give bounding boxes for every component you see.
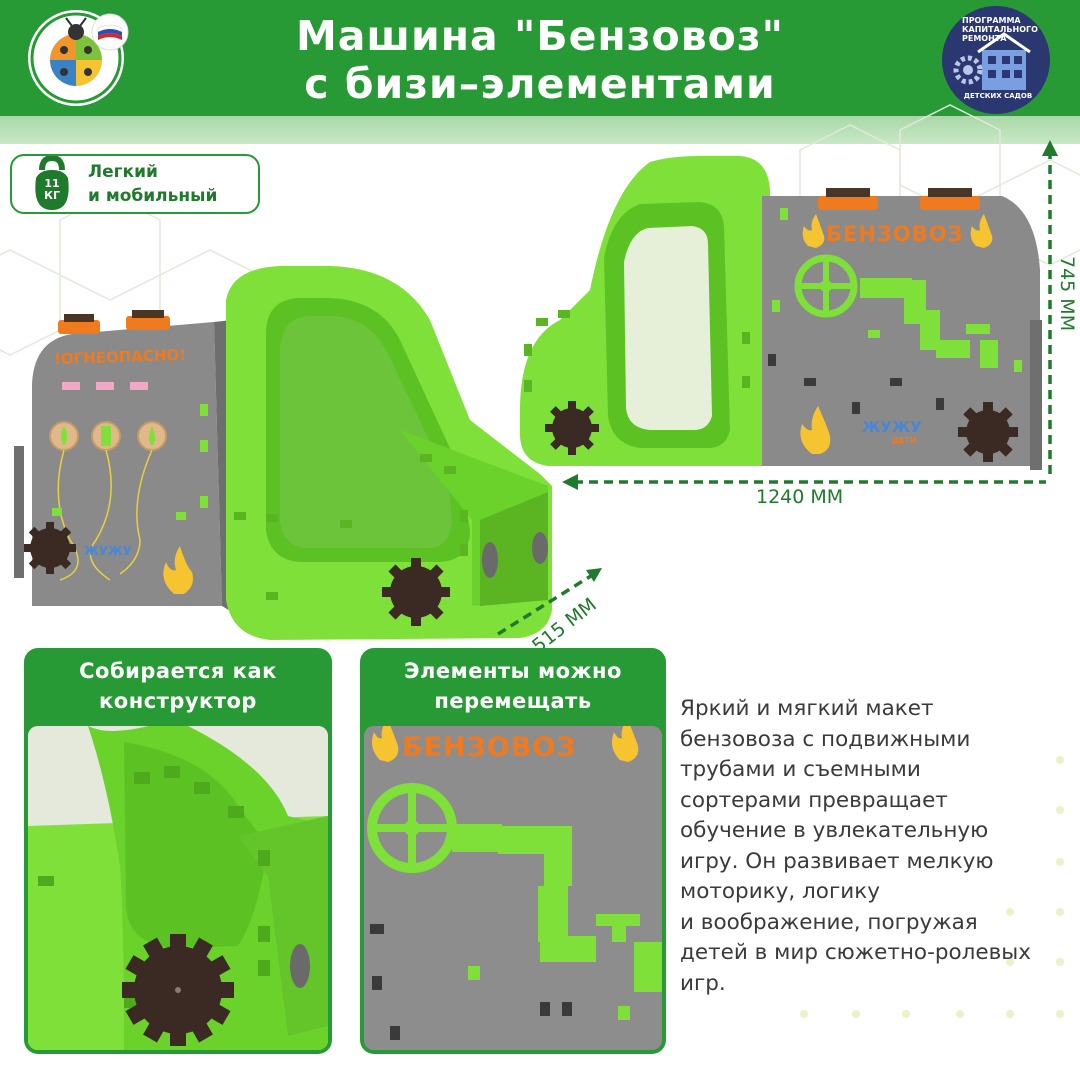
flag-icon [91,13,129,51]
feature-card-movable: Элементы можно перемещать [360,648,666,1054]
width-dimension-label: 1240 ММ [756,486,844,508]
product-description: Яркий и мягкий макет бензовоза с подвижн… [680,694,1072,999]
partner-logo-text: ПРОГРАММА КАПИТАЛЬНОГО РЕМОНТА [962,16,1038,43]
description-line: и воображение, погружая [680,909,978,935]
weight-value: 11 КГ [32,178,72,202]
tanker-label-main: БЕНЗОВОЗ [826,222,964,246]
description-line: трубами и съемными [680,757,921,782]
description-line: детей в мир сюжетно-ролевых [680,940,1031,965]
card-title-line-1: Собирается как [79,659,277,683]
description-line: моторику, логику [680,879,880,904]
page-title-line-1: Машина "Бензовоз" [295,12,785,60]
description-line: Яркий и мягкий макет [680,696,934,721]
brand-label-left: ЖУЖУ [84,544,132,558]
brand-label-right: ЖУЖУ [862,418,922,436]
description-line: сортерами превращает [680,787,948,813]
description-line: игру. Он развивает мелкую [680,848,994,874]
page-title-line-2: с бизи–элементами [304,60,776,108]
cab-closeup-image [28,726,328,1050]
card-title-line-2: перемещать [434,689,592,713]
weight-badge-text: Легкий и мобильный [88,160,256,208]
card-title: Собирается как конструктор [24,656,332,716]
brand-sub-label-right: ДЕТИ [892,436,917,445]
badge-line-2: и мобильный [88,186,218,206]
header-bar [0,0,1080,116]
weight-number: 11 [44,177,60,190]
kettlebell-icon [35,156,69,210]
brand-logo [28,10,129,106]
weight-unit: КГ [43,189,60,202]
card-title-line-2: конструктор [99,689,257,713]
partner-logo [942,6,1050,114]
building-icon [953,32,1031,90]
description-line: бензовоза с подвижными [680,726,971,752]
pipes-closeup-image [364,726,662,1050]
feature-card-construction: Собирается как конструктор [24,648,332,1054]
description-line: обучение в увлекательную [680,818,989,843]
tanker-label-card: БЕНЗОВОЗ [402,732,577,763]
card-title-line-1: Элементы можно [404,659,622,683]
badge-line-1: Легкий [88,162,158,182]
card-image-movable [364,726,662,1050]
card-title: Элементы можно перемещать [360,656,666,716]
card-image-construction [28,726,328,1050]
description-line: игр. [680,970,726,996]
height-dimension-label: 745 ММ [1056,256,1078,332]
partner-logo-subtext: ДЕТСКИХ САДОВ [963,92,1033,100]
